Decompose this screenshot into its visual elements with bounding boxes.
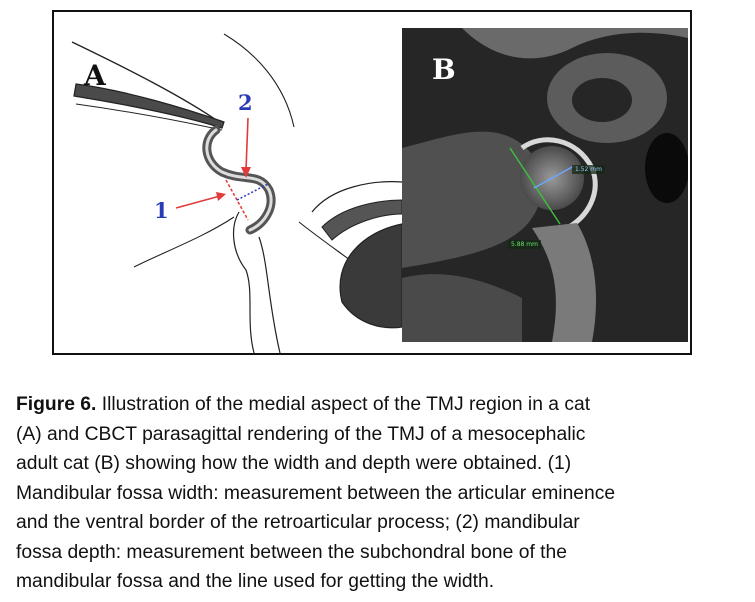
caption-line-5: and the ventral border of the retroartic…	[16, 512, 580, 533]
orbit-shape	[339, 223, 403, 329]
caption-label: Figure 6.	[16, 394, 97, 415]
marker-1: 1	[154, 198, 169, 223]
upper-contour-line	[71, 41, 223, 125]
depth-measurement-label: 1.52 mm	[572, 165, 605, 174]
tmj-illustration	[71, 33, 373, 354]
figure-caption: Figure 6. Illustration of the medial asp…	[16, 390, 746, 597]
caption-line-4: Mandibular fossa width: measurement betw…	[16, 482, 616, 504]
condyle-front-line	[233, 211, 255, 354]
zygomatic-bar	[73, 83, 225, 129]
lower-contour-line	[133, 216, 235, 268]
panel-a-illustration: A 2 1	[54, 12, 394, 354]
figure-frame: A 2 1	[52, 10, 692, 355]
panel-b-label: B	[432, 53, 456, 86]
top-contour-line	[223, 33, 295, 128]
zygomatic-lower-edge	[75, 103, 223, 131]
condyle-back-line	[258, 236, 281, 354]
arrow-2-head	[241, 167, 251, 178]
width-measurement-label: 5.88 mm	[508, 240, 541, 249]
depth-measurement-line	[236, 183, 269, 201]
caption-line-1-text: Illustration of the medial aspect of the…	[96, 394, 591, 415]
arrow-1-line	[175, 195, 221, 209]
caption-line-7: mandibular fossa and the line used for g…	[16, 571, 495, 592]
panel-b-cbct-image: B 5.88 mm 1.52 mm	[402, 28, 688, 342]
mandibular-fossa-inner	[205, 128, 273, 232]
caption-line-6: fossa depth: measurement between the sub…	[16, 541, 567, 563]
caption-line-1: Figure 6. Illustration of the medial asp…	[16, 390, 746, 420]
caption-line-2: (A) and CBCT parasagittal rendering of t…	[16, 423, 586, 445]
marker-2: 2	[238, 90, 253, 115]
panel-a-label: A	[84, 59, 106, 92]
arrow-1-head	[216, 192, 226, 201]
arrow-2-line	[245, 117, 249, 171]
cbct-depth-line	[533, 165, 575, 189]
cbct-width-line	[509, 147, 561, 225]
caption-line-3: adult cat (B) showing how the width and …	[16, 453, 572, 474]
